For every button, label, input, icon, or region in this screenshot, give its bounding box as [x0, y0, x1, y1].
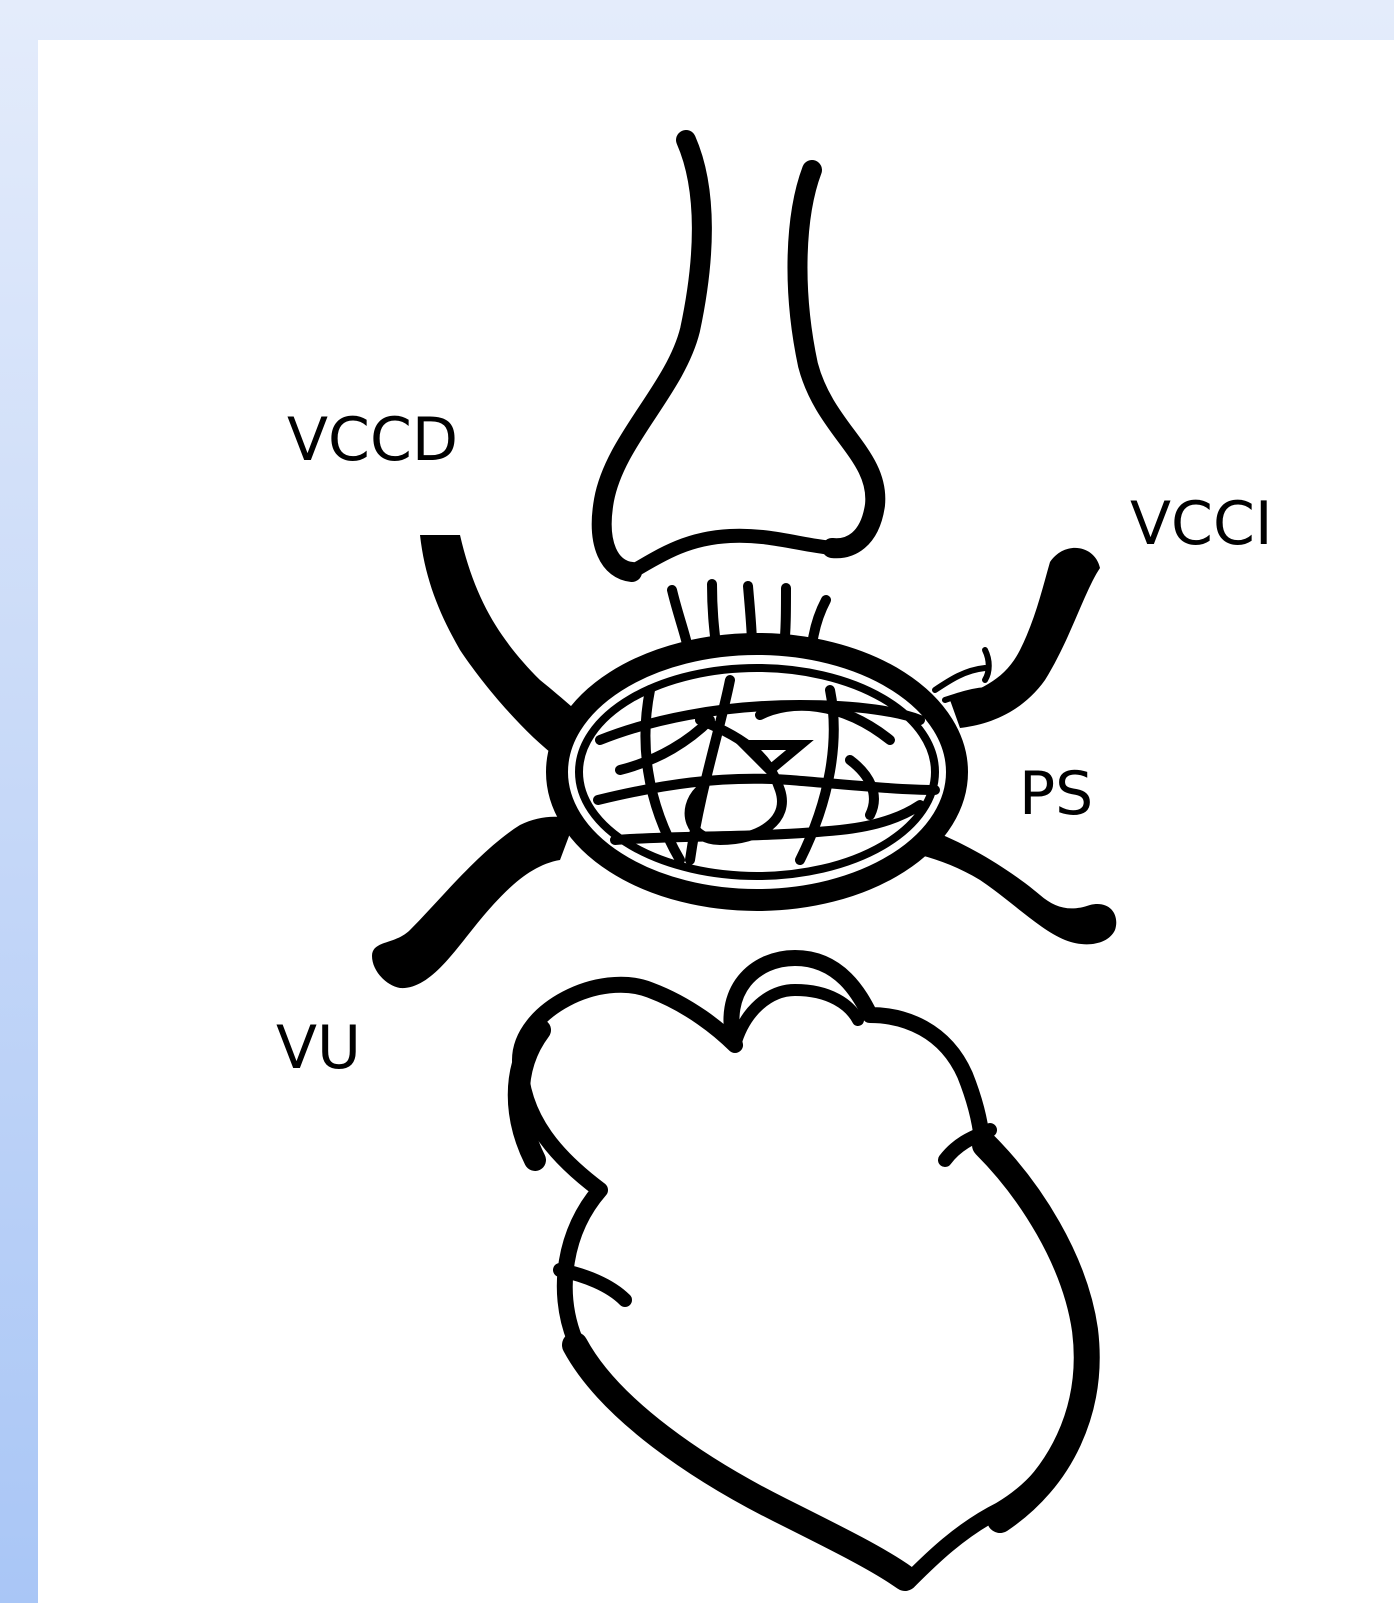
- funnel-right-wall: [797, 170, 875, 548]
- heart-outer-thick-right: [985, 1145, 1087, 1520]
- vcci-vein: [950, 548, 1100, 728]
- heart-top-lobe: [735, 990, 858, 1045]
- funnel-bottom-rim: [632, 536, 832, 572]
- label-vu: VU: [276, 1018, 361, 1078]
- sinus-venosus: [557, 644, 990, 900]
- label-vcci: VCCI: [1130, 494, 1273, 554]
- lower-right-vein: [920, 830, 1116, 944]
- vu-vein: [372, 817, 575, 988]
- heart-main-outline: [520, 958, 1085, 1580]
- funnel-left-wall: [602, 140, 702, 572]
- label-vccd: VCCD: [287, 410, 458, 470]
- label-ps: PS: [1019, 764, 1093, 824]
- heart-left-bulge-thick: [519, 1030, 540, 1160]
- heart-outer-thick-left: [575, 1345, 905, 1578]
- heart-outline: [519, 958, 1087, 1580]
- upper-funnel: [602, 140, 876, 572]
- sinus-right-tuft: [935, 650, 990, 700]
